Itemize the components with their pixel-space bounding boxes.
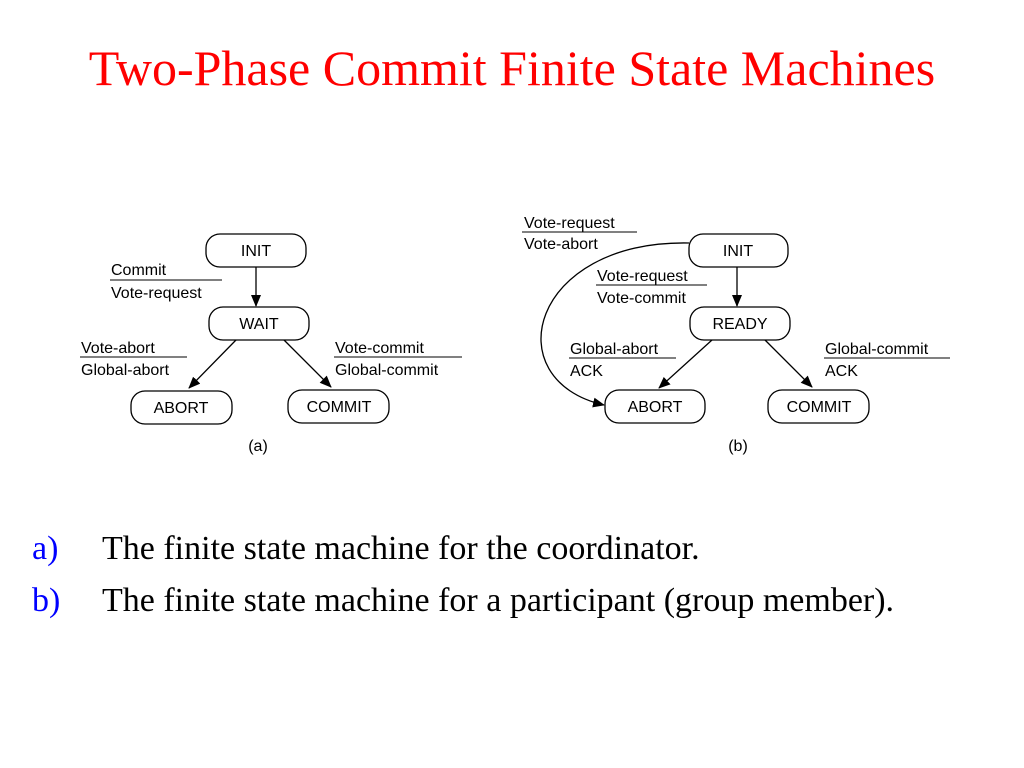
bullet-text: The finite state machine for a participa…: [102, 582, 895, 619]
transition-event: Vote-request: [597, 268, 688, 285]
transition-action: Vote-commit: [597, 290, 686, 307]
diagram-b: INIT READY ABORT COMMIT Vote-request Vot…: [522, 215, 950, 455]
state-a-wait-label: WAIT: [239, 316, 279, 333]
transition-event: Global-commit: [825, 341, 929, 358]
arrow-a-wait-commit: [283, 339, 332, 388]
state-b-commit-label: COMMIT: [787, 399, 852, 416]
bullet-marker: a): [32, 530, 59, 567]
transition-event: Vote-abort: [81, 340, 155, 357]
caption-b: (b): [728, 438, 748, 455]
bullet-marker: b): [32, 582, 61, 619]
transition-b-init-abort: Vote-request Vote-abort: [522, 215, 637, 253]
arrow-a-wait-abort: [188, 339, 237, 389]
state-a-wait: WAIT: [208, 306, 310, 341]
state-a-abort: ABORT: [130, 390, 233, 425]
bullet-item-b: b) The finite state machine for a partic…: [32, 577, 992, 624]
state-b-abort-label: ABORT: [628, 399, 683, 416]
bullet-list: a) The finite state machine for the coor…: [32, 525, 992, 629]
arrow-b-ready-abort: [658, 339, 713, 389]
transition-a-wait-abort: Vote-abort Global-abort: [80, 340, 187, 379]
transition-b-ready-abort: Global-abort ACK: [569, 341, 676, 380]
caption-a: (a): [248, 438, 268, 455]
transition-action: Global-abort: [81, 362, 170, 379]
bullet-item-a: a) The finite state machine for the coor…: [32, 525, 992, 572]
state-a-commit-label: COMMIT: [307, 399, 372, 416]
transition-b-ready-commit: Global-commit ACK: [824, 341, 950, 380]
transition-event: Vote-request: [524, 215, 615, 232]
state-a-abort-label: ABORT: [154, 400, 209, 417]
transition-action: ACK: [825, 363, 858, 380]
state-a-init: INIT: [205, 233, 307, 268]
transition-action: Vote-abort: [524, 236, 598, 253]
state-a-commit: COMMIT: [287, 389, 390, 424]
state-b-init: INIT: [688, 233, 789, 268]
state-b-ready-label: READY: [712, 316, 767, 333]
transition-b-init-ready: Vote-request Vote-commit: [596, 268, 707, 307]
state-a-init-label: INIT: [241, 243, 271, 260]
transition-event: Commit: [111, 262, 167, 279]
diagram-a: INIT WAIT ABORT COMMIT Commit Vote-reque…: [80, 233, 462, 455]
transition-action: Vote-request: [111, 285, 202, 302]
transition-event: Vote-commit: [335, 340, 424, 357]
arrow-b-ready-commit: [764, 339, 813, 388]
transition-a-init-wait: Commit Vote-request: [110, 262, 222, 302]
state-b-commit: COMMIT: [767, 389, 870, 424]
transition-action: Global-commit: [335, 362, 439, 379]
state-b-ready: READY: [689, 306, 791, 341]
slide-title: Two-Phase Commit Finite State Machines: [88, 40, 936, 96]
transition-event: Global-abort: [570, 341, 659, 358]
state-b-abort: ABORT: [604, 389, 706, 424]
arrow-b-init-abort: [540, 242, 690, 408]
transition-a-wait-commit: Vote-commit Global-commit: [334, 340, 462, 379]
bullet-text: The finite state machine for the coordin…: [102, 530, 700, 567]
transition-action: ACK: [570, 363, 603, 380]
state-b-init-label: INIT: [723, 243, 753, 260]
